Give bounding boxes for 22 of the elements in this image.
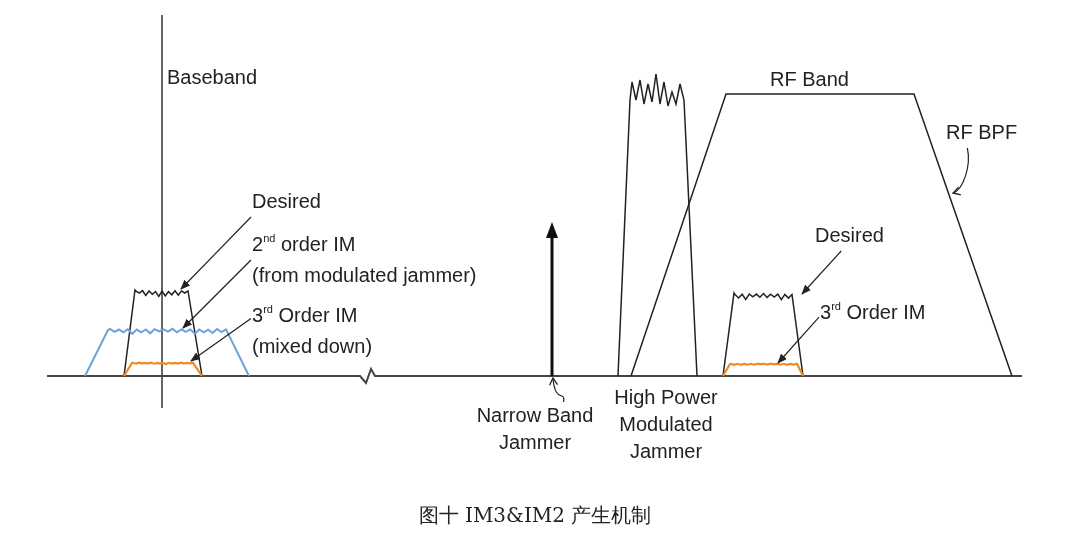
callout-text: 3$^{rd}$ Order IM — [820, 297, 926, 328]
leader-arrow — [180, 216, 252, 290]
callout-text: 3$^{rd}$ Order IM (mixed down) — [252, 300, 373, 362]
leader-arrow — [952, 147, 969, 195]
leader-arrow — [190, 318, 252, 362]
leader-arrow — [549, 377, 565, 403]
caption: 图十 IM3&IM2 产生机制 — [418, 503, 652, 527]
callout-text: Desired — [815, 220, 884, 251]
leader-arrow — [182, 259, 252, 329]
desired-spectrum-curve — [123, 288, 203, 377]
axis-label: Baseband — [167, 65, 258, 90]
im3-spectrum-curve — [123, 361, 203, 377]
callout-text: RF BPF — [946, 117, 1018, 148]
callout-text: 2$^{nd}$ order IM (from modulated jammer) — [252, 229, 477, 291]
callout-text: Desired — [252, 186, 321, 217]
callout-text: Narrow Band Jammer — [470, 402, 600, 456]
tone-arrow — [546, 222, 558, 376]
leader-arrow — [777, 316, 820, 364]
im2-spectrum-curve — [84, 327, 250, 377]
signal-label: High Power Modulated Jammer — [613, 385, 719, 464]
band-label: RF Band — [770, 67, 849, 92]
leader-arrow — [801, 250, 842, 295]
